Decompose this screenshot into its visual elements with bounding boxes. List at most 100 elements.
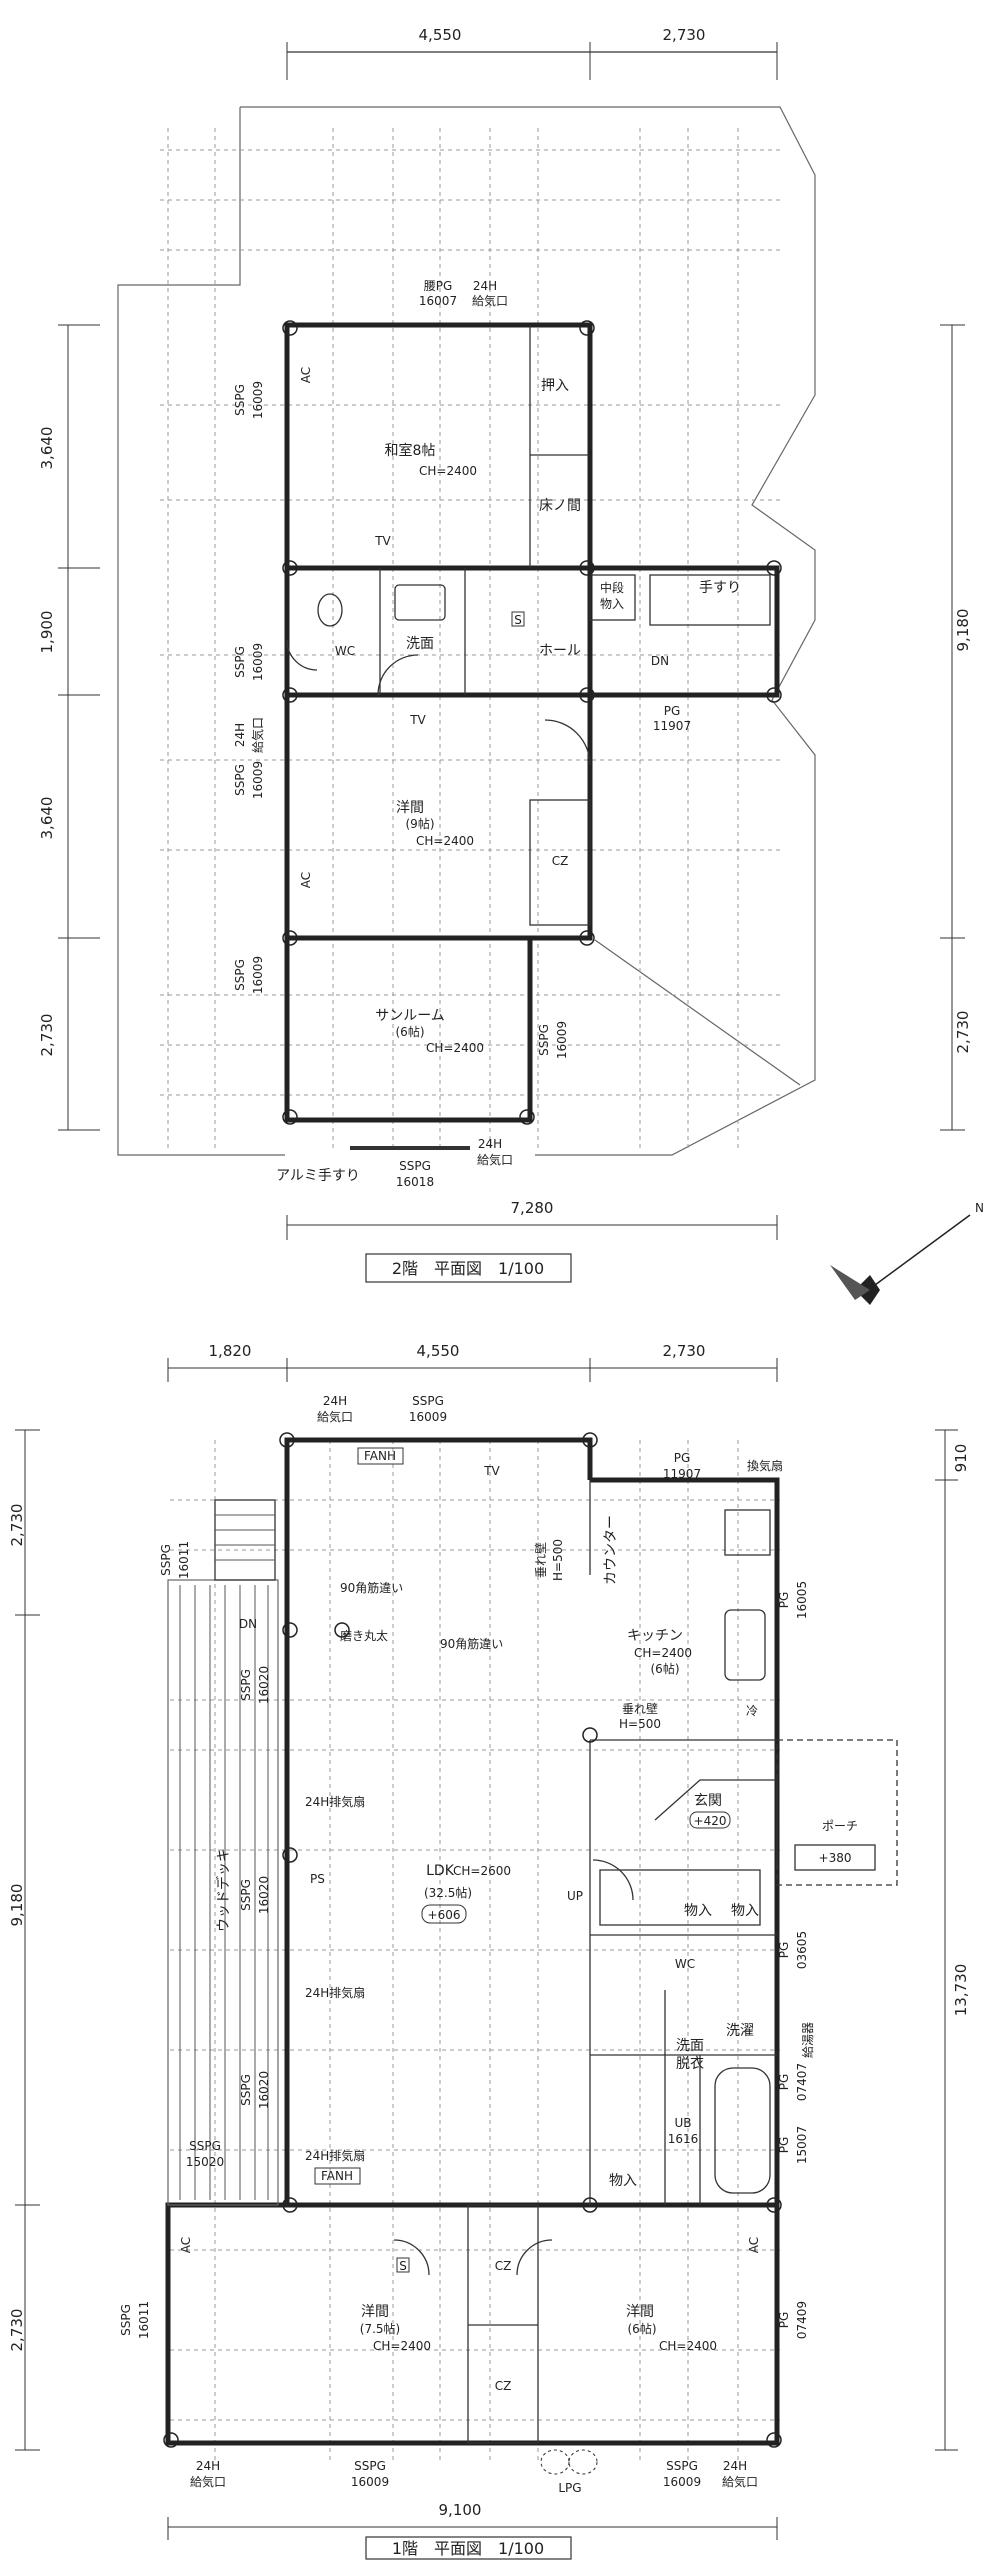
label-24h-l-2f: 24H <box>233 723 247 747</box>
label-reizo: 冷 <box>746 1704 758 1718</box>
dim-2f-right-2: 2,730 <box>954 1011 972 1054</box>
label-taregabe-h: H=500 <box>551 1539 565 1581</box>
label-youma-ch-2f: CH=2400 <box>416 834 474 848</box>
label-ac-2f: AC <box>299 367 313 383</box>
label-tv-2f: TV <box>374 534 391 548</box>
label-dn-2f: DN <box>651 654 669 668</box>
label-pg-r1: PG <box>777 1592 791 1609</box>
label-ac-2-1f: AC <box>747 2237 761 2253</box>
label-pg-top-code-2f: 16007 <box>419 294 457 308</box>
label-porch-level: +380 <box>819 1851 852 1865</box>
label-sspg-l5-code-1f: 16020 <box>257 2071 271 2109</box>
label-taregabe: 垂れ壁 <box>533 1542 548 1578</box>
label-sspg-l5-1f: SSPG <box>239 2074 253 2106</box>
dim-2f-left-1: 3,640 <box>38 427 56 470</box>
title-box-2f <box>365 1253 572 1283</box>
label-kitchen-size: (6帖) <box>651 1661 680 1676</box>
dim-2f-top-2: 2,730 <box>663 26 706 44</box>
label-washitsu-ch: CH=2400 <box>419 464 477 478</box>
label-pg-r1-code: 16005 <box>795 1581 809 1619</box>
label-oshiire: 押入 <box>541 378 569 394</box>
label-sspg-r-2f: SSPG <box>537 1024 551 1056</box>
label-kitchen-ch: CH=2400 <box>634 1646 692 1660</box>
label-pg-mid-code-2f: 11907 <box>653 719 691 733</box>
label-wc-2f: WC <box>335 644 355 658</box>
label-youma-r-size: (6帖) <box>628 2321 657 2336</box>
label-sspg-l7-code-1f: 16011 <box>137 2301 151 2339</box>
label-lpg: LPG <box>558 2481 581 2495</box>
wall-washitsu <box>284 322 593 571</box>
label-sspg-l4-code-2f: 16009 <box>251 956 265 994</box>
label-counter: カウンター <box>603 1515 619 1585</box>
label-ldk: LDK <box>426 1863 455 1879</box>
wall-kitchen <box>590 1477 780 2205</box>
label-monoire-2: 物入 <box>731 1903 759 1919</box>
label-kyuki-t-1f: 給気口 <box>317 1409 353 1424</box>
label-sspg-l2-1f: SSPG <box>239 1669 253 1701</box>
label-24h-b-2f: 24H <box>478 1137 502 1151</box>
label-sspg-l3-2f: SSPG <box>233 764 247 796</box>
dim-2f-left-2: 1,900 <box>38 611 56 654</box>
label-ldk-size: (32.5帖) <box>424 1885 472 1900</box>
label-youma-r: 洋間 <box>626 2304 654 2320</box>
label-24h-top-2f: 24H <box>473 279 497 293</box>
dim-2f-right-1: 9,180 <box>954 609 972 652</box>
dim-1f-left-2: 9,180 <box>8 1884 26 1927</box>
label-youma-size-2f: (9帖) <box>406 816 435 831</box>
label-sspg-l7-1f: SSPG <box>119 2304 133 2336</box>
label-kyuyu: 給湯器 <box>801 2022 815 2058</box>
label-sunroom-size: (6帖) <box>396 1024 425 1039</box>
label-sspg-l1-2f: SSPG <box>233 384 247 416</box>
wall-youma-1f <box>165 2202 780 2446</box>
label-pg-yr: PG <box>777 2312 791 2329</box>
label-s-1f: S <box>399 2259 407 2273</box>
label-cz-2: CZ <box>495 2379 512 2393</box>
label-fanh-t: FANH <box>364 1449 396 1463</box>
label-s-2f: S <box>514 613 522 627</box>
label-youma-l: 洋間 <box>361 2304 389 2320</box>
label-ldk-level: +606 <box>428 1908 461 1922</box>
dim-1f-top-3: 2,730 <box>663 1342 706 1360</box>
roof-hip-line <box>594 939 801 1086</box>
label-fanh-b: FANH <box>321 2169 353 2183</box>
label-24h-t-1f: 24H <box>323 1394 347 1408</box>
dim-1f-left-1: 2,730 <box>8 1504 26 1547</box>
label-sspg-b1: SSPG <box>354 2459 386 2473</box>
plan-2f: 4,550 2,730 3,640 1,900 3,640 <box>38 26 972 1283</box>
label-sspg-l2-code-1f: 16020 <box>257 1666 271 1704</box>
label-sspg-r-code-2f: 16009 <box>555 1021 569 1059</box>
label-sspg-l3-code-1f: 16020 <box>257 1876 271 1914</box>
label-sspg-l2-code-2f: 16009 <box>251 643 265 681</box>
dim-1f-bottom: 9,100 <box>439 2501 482 2519</box>
label-kado-2: 90角筋違い <box>440 1636 503 1651</box>
label-youma-l-ch: CH=2400 <box>373 2339 431 2353</box>
label-taregabe2-h: H=500 <box>619 1717 661 1731</box>
label-haiki-3: 24H排気扇 <box>305 2148 365 2163</box>
label-dn-1f: DN <box>239 1617 257 1631</box>
label-youma-2f: 洋間 <box>396 800 424 816</box>
deck-stairs <box>214 1499 276 1581</box>
label-24h-br: 24H <box>723 2459 747 2473</box>
label-up: UP <box>567 1889 583 1903</box>
label-pg-k: PG <box>674 1451 691 1465</box>
label-haiki-2: 24H排気扇 <box>305 1985 365 2000</box>
label-haiki-1: 24H排気扇 <box>305 1794 365 1809</box>
label-kyuki-l-2f: 給気口 <box>250 717 265 753</box>
wall-sunroom <box>284 935 533 1123</box>
label-porch: ポーチ <box>822 1819 858 1833</box>
label-washitsu: 和室8帖 <box>385 442 436 459</box>
label-wc-1f: WC <box>675 1957 695 1971</box>
dim-2f-left-3: 3,640 <box>38 797 56 840</box>
label-kado-1: 90角筋違い <box>340 1580 403 1595</box>
label-monoire-3: 物入 <box>609 2173 637 2189</box>
label-ac2-2f: AC <box>299 872 313 888</box>
dim-1f-left-3: 2,730 <box>8 2309 26 2352</box>
label-sspg-l3-1f: SSPG <box>239 1879 253 1911</box>
label-sspg-l3-code-2f: 16009 <box>251 761 265 799</box>
label-sunroom: サンルーム <box>375 1008 445 1024</box>
label-taregabe2: 垂れ壁 <box>622 1701 658 1716</box>
label-kyuki-top-2f: 給気口 <box>472 293 508 308</box>
label-cz-2f: CZ <box>552 854 569 868</box>
compass-icon: N <box>830 1201 984 1305</box>
label-sspg-b2-code: 16009 <box>663 2475 701 2489</box>
